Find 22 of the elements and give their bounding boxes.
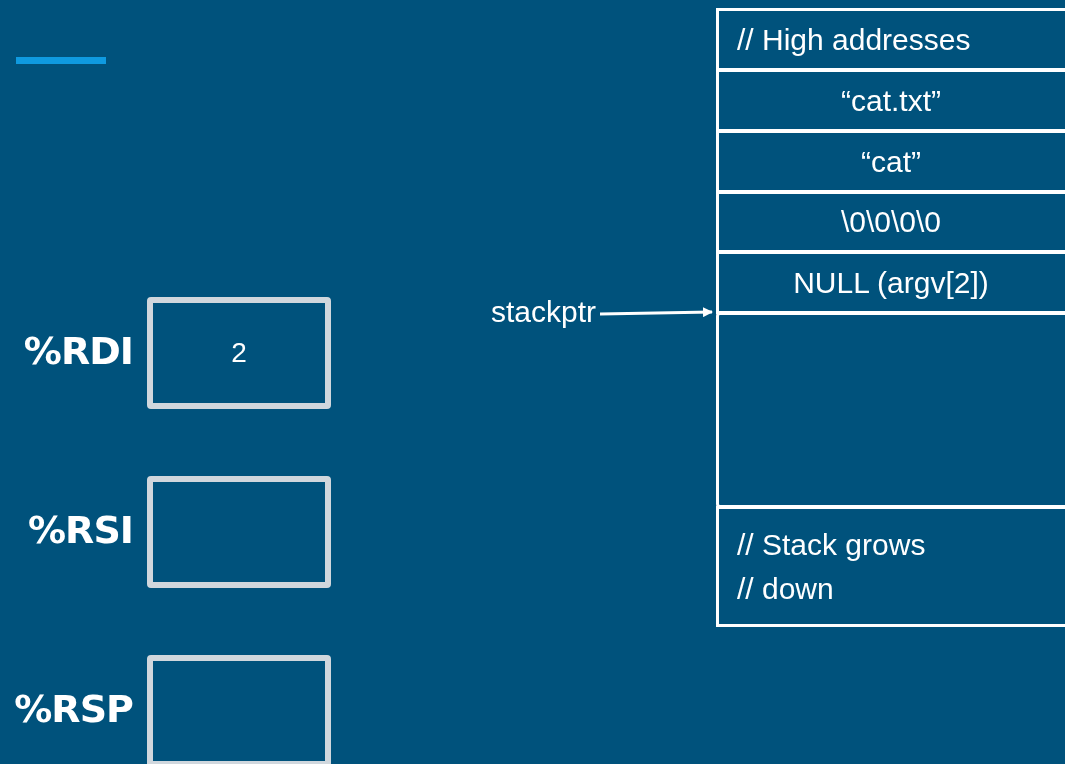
register-label: %RSI xyxy=(27,511,133,549)
cell-text: \0\0\0\0 xyxy=(840,204,942,240)
register-label: %RSP xyxy=(14,690,133,728)
register-box xyxy=(147,655,331,764)
stack-cell xyxy=(716,69,1065,132)
cell-text: NULL (argv[2]) xyxy=(793,264,989,301)
cell-text: // Stack grows // down xyxy=(737,526,927,607)
stack-cell xyxy=(716,251,1065,314)
stack-cell xyxy=(716,191,1065,253)
stack-cell xyxy=(716,312,1065,508)
stack-cell xyxy=(716,130,1065,193)
register-box xyxy=(147,476,331,588)
arrow xyxy=(599,307,713,318)
register-value: 2 xyxy=(231,336,247,370)
register-label: %RDI xyxy=(23,332,133,370)
register-box xyxy=(147,297,331,409)
stack-cell xyxy=(716,8,1065,71)
cell-text: // High addresses xyxy=(737,21,971,58)
cell-text: “cat.txt” xyxy=(841,82,941,119)
stack-cell xyxy=(716,506,1065,627)
pointer-label: stackptr xyxy=(490,292,596,332)
cell-text: “cat” xyxy=(861,143,921,180)
